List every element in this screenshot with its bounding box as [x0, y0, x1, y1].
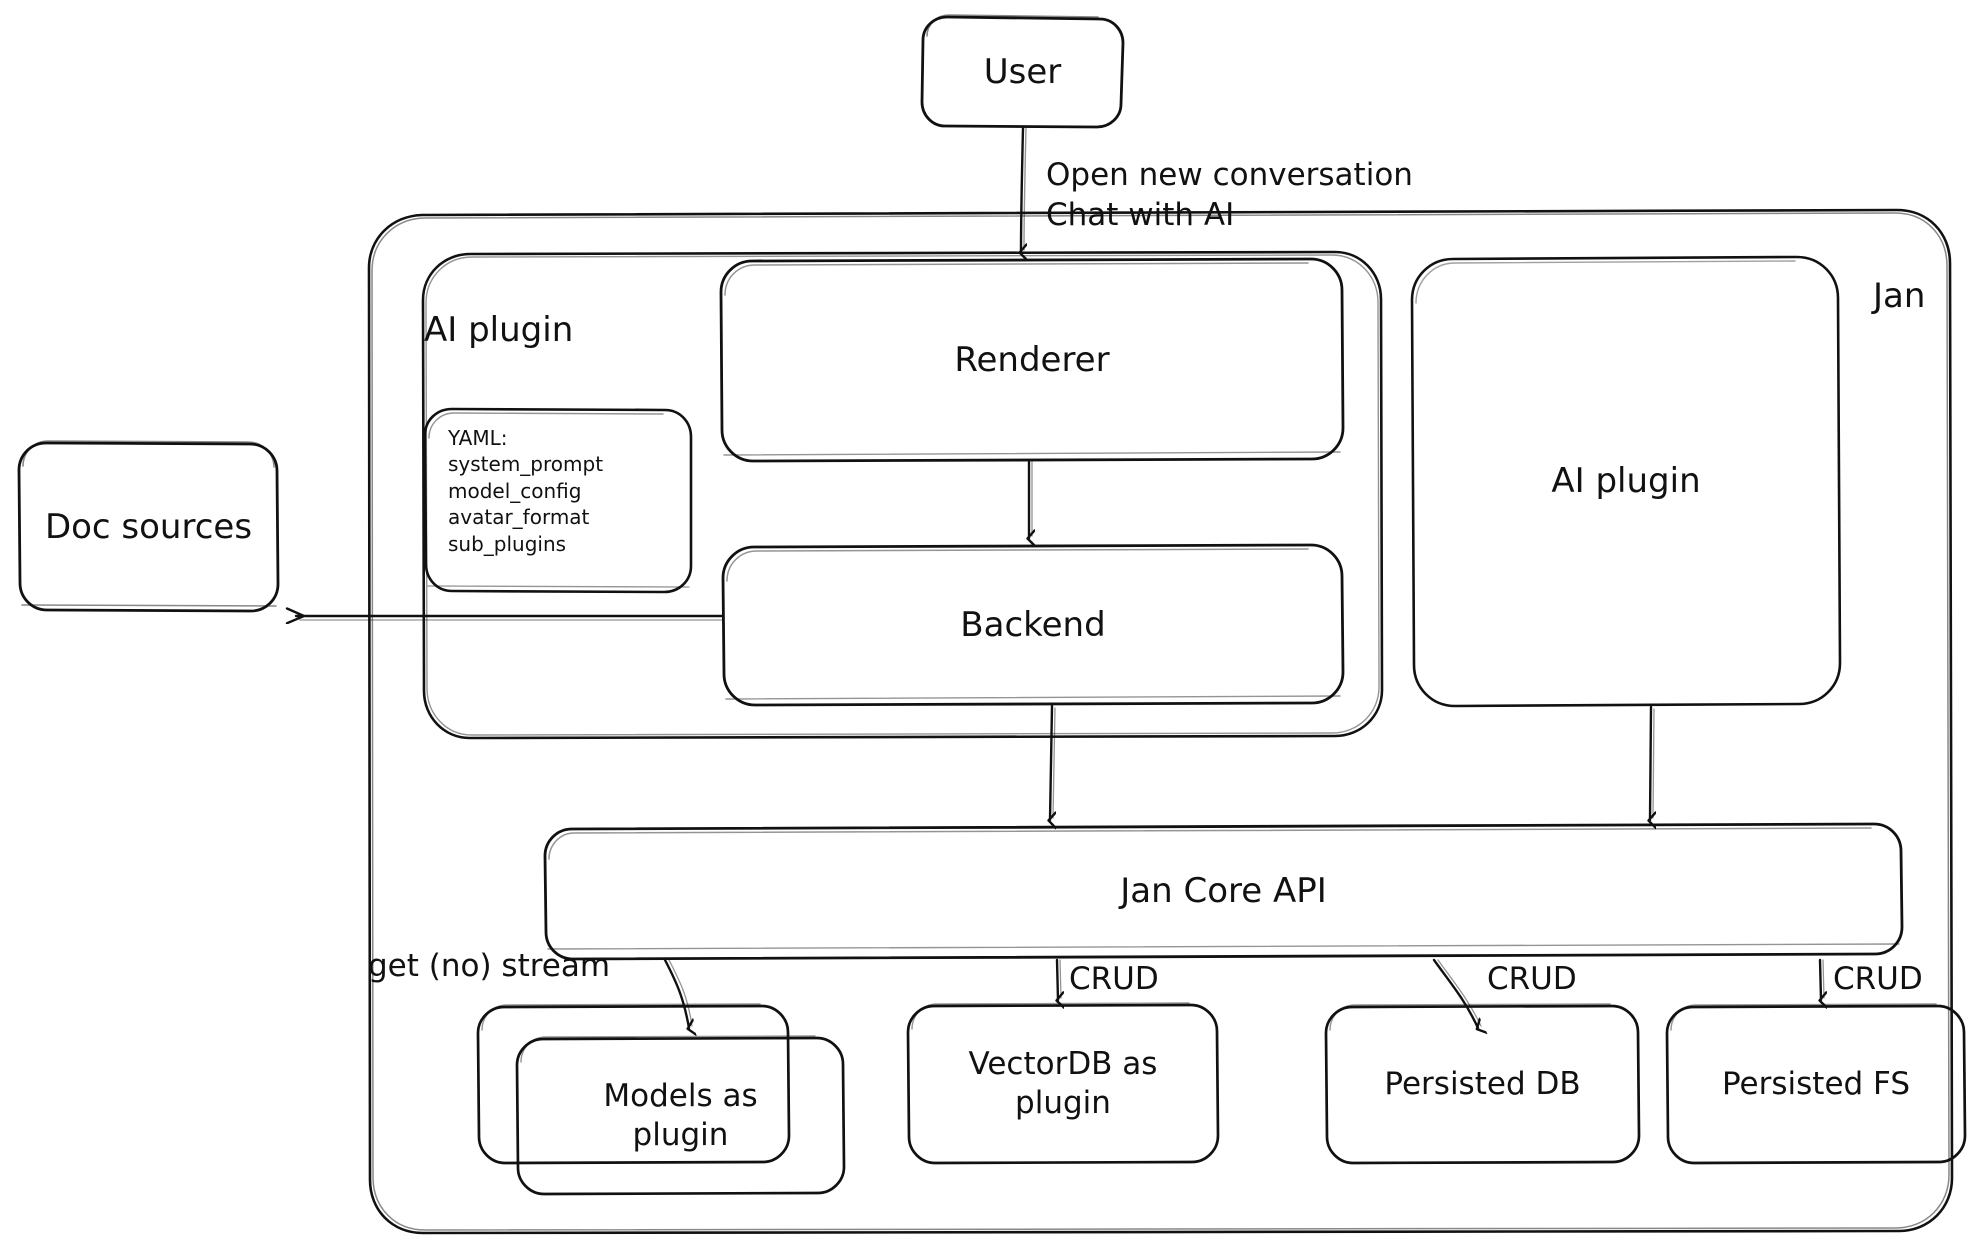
node-jan-core-api[interactable] [545, 824, 1902, 959]
edge-jan-core-api-to-persisted-fs [1820, 958, 1824, 1000]
edge-ai-plugin-to-jan-core-api [1650, 705, 1654, 820]
edge-label-crud-vectordb: CRUD [1069, 961, 1159, 997]
node-renderer[interactable] [721, 259, 1343, 461]
edge-label-crud-persisted-fs: CRUD [1833, 961, 1923, 997]
edge-backend-to-doc-sources [296, 616, 724, 620]
group-label-jan: Jan [1873, 276, 1926, 316]
node-backend[interactable] [723, 545, 1343, 705]
edge-jan-core-api-to-vectordb [1057, 958, 1061, 1000]
edge-backend-to-jan-core-api [1050, 704, 1055, 820]
edge-renderer-to-backend [1029, 460, 1032, 538]
node-models-as-plugin[interactable] [478, 1004, 844, 1194]
node-yaml-config[interactable] [425, 409, 691, 592]
node-persisted-fs[interactable] [1667, 1004, 1965, 1163]
group-label-ai-plugin: AI plugin [424, 310, 574, 350]
edge-label-user-to-renderer: Open new conversation Chat with AI [1046, 157, 1413, 234]
node-user[interactable] [922, 17, 1123, 127]
node-vectordb-as-plugin[interactable] [908, 1003, 1218, 1163]
edge-user-to-renderer [1021, 126, 1026, 252]
node-persisted-db[interactable] [1326, 1004, 1639, 1163]
node-doc-sources[interactable] [19, 443, 278, 611]
edge-label-crud-persisted-db: CRUD [1487, 961, 1577, 997]
node-ai-plugin-right[interactable] [1412, 257, 1840, 706]
